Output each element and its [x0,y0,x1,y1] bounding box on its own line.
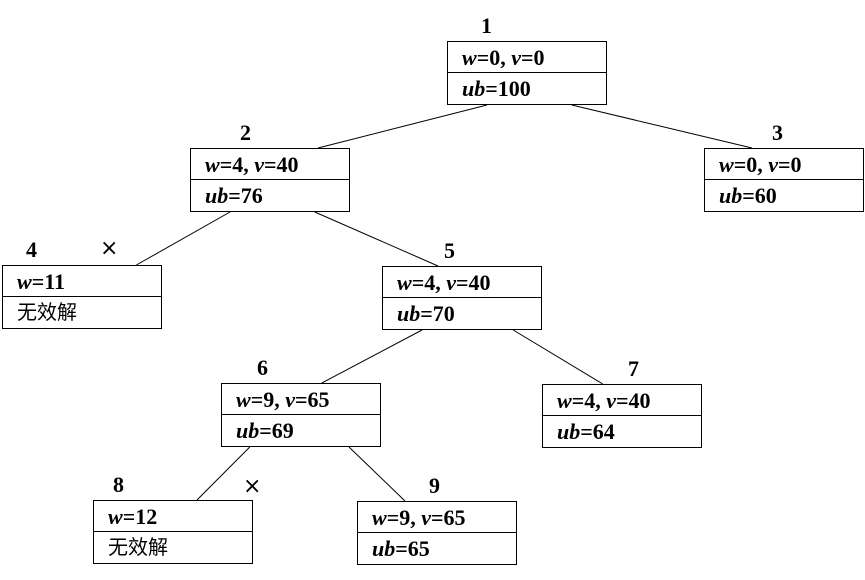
node-upper-bound: ub=64 [557,419,615,444]
node-weight-value: w=9, v=65 [222,384,380,415]
tree-node-7: 7 w=4, v=40 ub=64 [542,358,702,448]
node-weight-value: w=4, v=40 [543,385,701,416]
node-upper-bound: ub=69 [236,418,294,443]
node-number: 5 [444,238,455,263]
node-weight-value: w=0, v=0 [705,149,863,180]
pruned-cross-mark: × [243,474,262,499]
node-number: 2 [240,120,251,145]
node-number: 3 [772,120,783,145]
node-box: w=4, v=40 ub=64 [542,384,702,448]
node-box: w=12 无效解 [93,500,253,564]
tree-node-5: 5 w=4, v=40 ub=70 [382,240,542,330]
tree-edge-2-5 [314,211,439,267]
tree-edge-5-7 [512,329,604,385]
node-upper-bound: ub=76 [205,183,263,208]
tree-edge-6-9 [348,446,406,502]
node-weight-value: w=4, v=40 [191,149,349,180]
node-number: 7 [628,356,639,381]
tree-node-3: 3 w=0, v=0 ub=60 [704,122,864,212]
tree-edge-6-8 [196,446,251,501]
node-weight-value: w=4, v=40 [383,267,541,298]
node-invalid-label: 无效解 [17,300,77,324]
tree-edge-2-4 [136,211,231,266]
tree-node-4: 4 w=11 无效解 [2,239,162,329]
node-box: w=4, v=40 ub=76 [190,148,350,212]
node-weight-value: w=11 [3,266,161,297]
node-weight-value: w=12 [94,501,252,532]
node-number: 9 [429,473,440,498]
node-weight-value: w=0, v=0 [448,42,606,73]
node-box: w=9, v=65 ub=69 [221,383,381,447]
node-box: w=11 无效解 [2,265,162,329]
node-upper-bound: ub=60 [719,183,777,208]
node-upper-bound: ub=70 [397,301,455,326]
node-weight-value: w=9, v=65 [358,502,516,533]
node-upper-bound: ub=65 [372,536,430,561]
node-upper-bound: ub=100 [462,76,531,101]
node-number: 6 [257,355,268,380]
node-box: w=9, v=65 ub=65 [357,501,517,565]
node-box: w=4, v=40 ub=70 [382,266,542,330]
node-number: 4 [26,237,37,262]
tree-node-6: 6 w=9, v=65 ub=69 [221,357,381,447]
node-box: w=0, v=0 ub=100 [447,41,607,105]
tree-edge-1-3 [571,104,753,149]
tree-node-2: 2 w=4, v=40 ub=76 [190,122,350,212]
pruned-cross-mark: × [100,236,119,261]
tree-node-9: 9 w=9, v=65 ub=65 [357,475,517,565]
node-invalid-label: 无效解 [108,535,168,559]
tree-node-8: 8 w=12 无效解 [93,474,253,564]
node-number: 8 [113,472,124,497]
tree-edge-5-6 [321,329,423,384]
node-number: 1 [481,13,492,38]
tree-node-1: 1 w=0, v=0 ub=100 [447,15,607,105]
node-box: w=0, v=0 ub=60 [704,148,864,212]
tree-edge-1-2 [317,104,488,149]
